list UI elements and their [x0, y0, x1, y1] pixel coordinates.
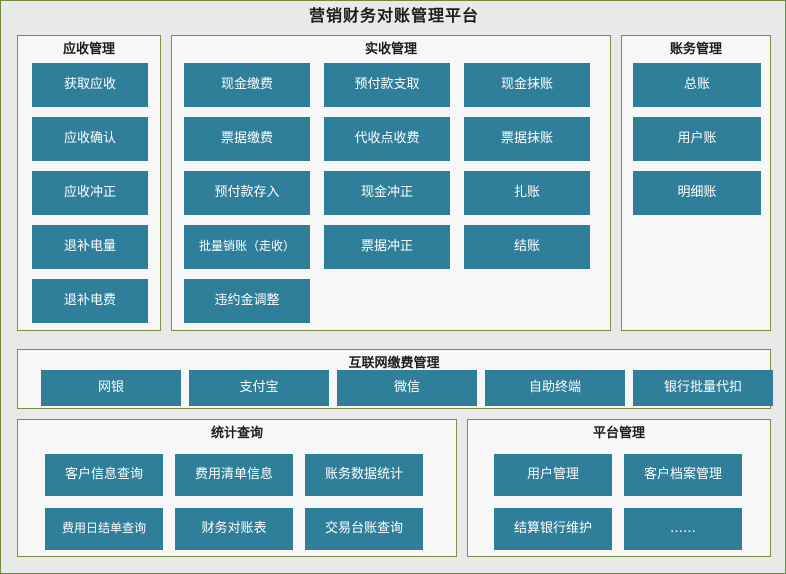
tile-refund-electricity-quantity[interactable]: 退补电量 — [32, 225, 148, 269]
panel-title-actual: 实收管理 — [364, 42, 417, 57]
tile-transaction-ledger-query[interactable]: 交易台账查询 — [305, 508, 423, 550]
tile-user-account[interactable]: 用户账 — [633, 117, 761, 161]
tile-refund-electricity-fee[interactable]: 退补电费 — [32, 279, 148, 323]
tile-prepayment-withdrawal[interactable]: 预付款支取 — [324, 63, 450, 107]
tile-wechat[interactable]: 微信 — [337, 370, 477, 406]
tile-daily-fee-statement-query[interactable]: 费用日结单查询 — [45, 508, 163, 550]
tile-more-ellipsis[interactable]: …… — [624, 508, 742, 550]
panel-title-internet: 互联网缴费管理 — [348, 356, 440, 371]
tile-bill-reversal[interactable]: 票据冲正 — [324, 225, 450, 269]
tile-agency-collection[interactable]: 代收点收费 — [324, 117, 450, 161]
panel-title-statistics: 统计查询 — [210, 426, 263, 441]
tile-prepayment-deposit[interactable]: 预付款存入 — [184, 171, 310, 215]
tile-reverse-receivable[interactable]: 应收冲正 — [32, 171, 148, 215]
tile-online-banking[interactable]: 网银 — [41, 370, 181, 406]
tile-bill-writeoff[interactable]: 票据抹账 — [464, 117, 590, 161]
tile-bill-payment[interactable]: 票据缴费 — [184, 117, 310, 161]
panel-receivable-management: 应收管理 获取应收 应收确认 应收冲正 退补电量 退补电费 — [17, 35, 161, 331]
panel-statistics-query: 统计查询 客户信息查询 费用清单信息 账务数据统计 费用日结单查询 财务对账表 … — [17, 419, 457, 557]
tile-detail-account[interactable]: 明细账 — [633, 171, 761, 215]
tile-cash-reversal[interactable]: 现金冲正 — [324, 171, 450, 215]
tile-bank-batch-deduction[interactable]: 银行批量代扣 — [633, 370, 773, 406]
tile-daily-closing[interactable]: 扎账 — [464, 171, 590, 215]
panel-platform-management: 平台管理 用户管理 客户档案管理 结算银行维护 …… — [467, 419, 771, 557]
tile-confirm-receivable[interactable]: 应收确认 — [32, 117, 148, 161]
tile-batch-writeoff[interactable]: 批量销账（走收） — [184, 225, 310, 269]
tile-user-management[interactable]: 用户管理 — [494, 454, 612, 496]
panel-title-accounting: 账务管理 — [669, 42, 722, 57]
tile-fetch-receivable[interactable]: 获取应收 — [32, 63, 148, 107]
tile-cash-payment[interactable]: 现金缴费 — [184, 63, 310, 107]
tile-self-service-terminal[interactable]: 自助终端 — [485, 370, 625, 406]
page-title: 营销财务对账管理平台 — [308, 6, 479, 25]
tile-customer-info-query[interactable]: 客户信息查询 — [45, 454, 163, 496]
tile-alipay[interactable]: 支付宝 — [189, 370, 329, 406]
panel-title-platform: 平台管理 — [592, 426, 645, 441]
tile-cash-writeoff[interactable]: 现金抹账 — [464, 63, 590, 107]
tile-settlement-bank-maintenance[interactable]: 结算银行维护 — [494, 508, 612, 550]
tile-penalty-adjustment[interactable]: 违约金调整 — [184, 279, 310, 323]
tile-financial-reconciliation-report[interactable]: 财务对账表 — [175, 508, 293, 550]
panel-actual-receipt-management: 实收管理 现金缴费 票据缴费 预付款存入 批量销账（走收） 违约金调整 预付款支… — [171, 35, 611, 331]
panel-accounting-management: 账务管理 总账 用户账 明细账 — [621, 35, 771, 331]
tile-general-ledger[interactable]: 总账 — [633, 63, 761, 107]
tile-fee-list-info[interactable]: 费用清单信息 — [175, 454, 293, 496]
tile-customer-archive-management[interactable]: 客户档案管理 — [624, 454, 742, 496]
panel-title-receivable: 应收管理 — [62, 42, 115, 57]
panel-internet-payment-management: 互联网缴费管理 网银 支付宝 微信 自助终端 银行批量代扣 — [17, 349, 773, 409]
tile-settlement[interactable]: 结账 — [464, 225, 590, 269]
tile-account-data-statistics[interactable]: 账务数据统计 — [305, 454, 423, 496]
